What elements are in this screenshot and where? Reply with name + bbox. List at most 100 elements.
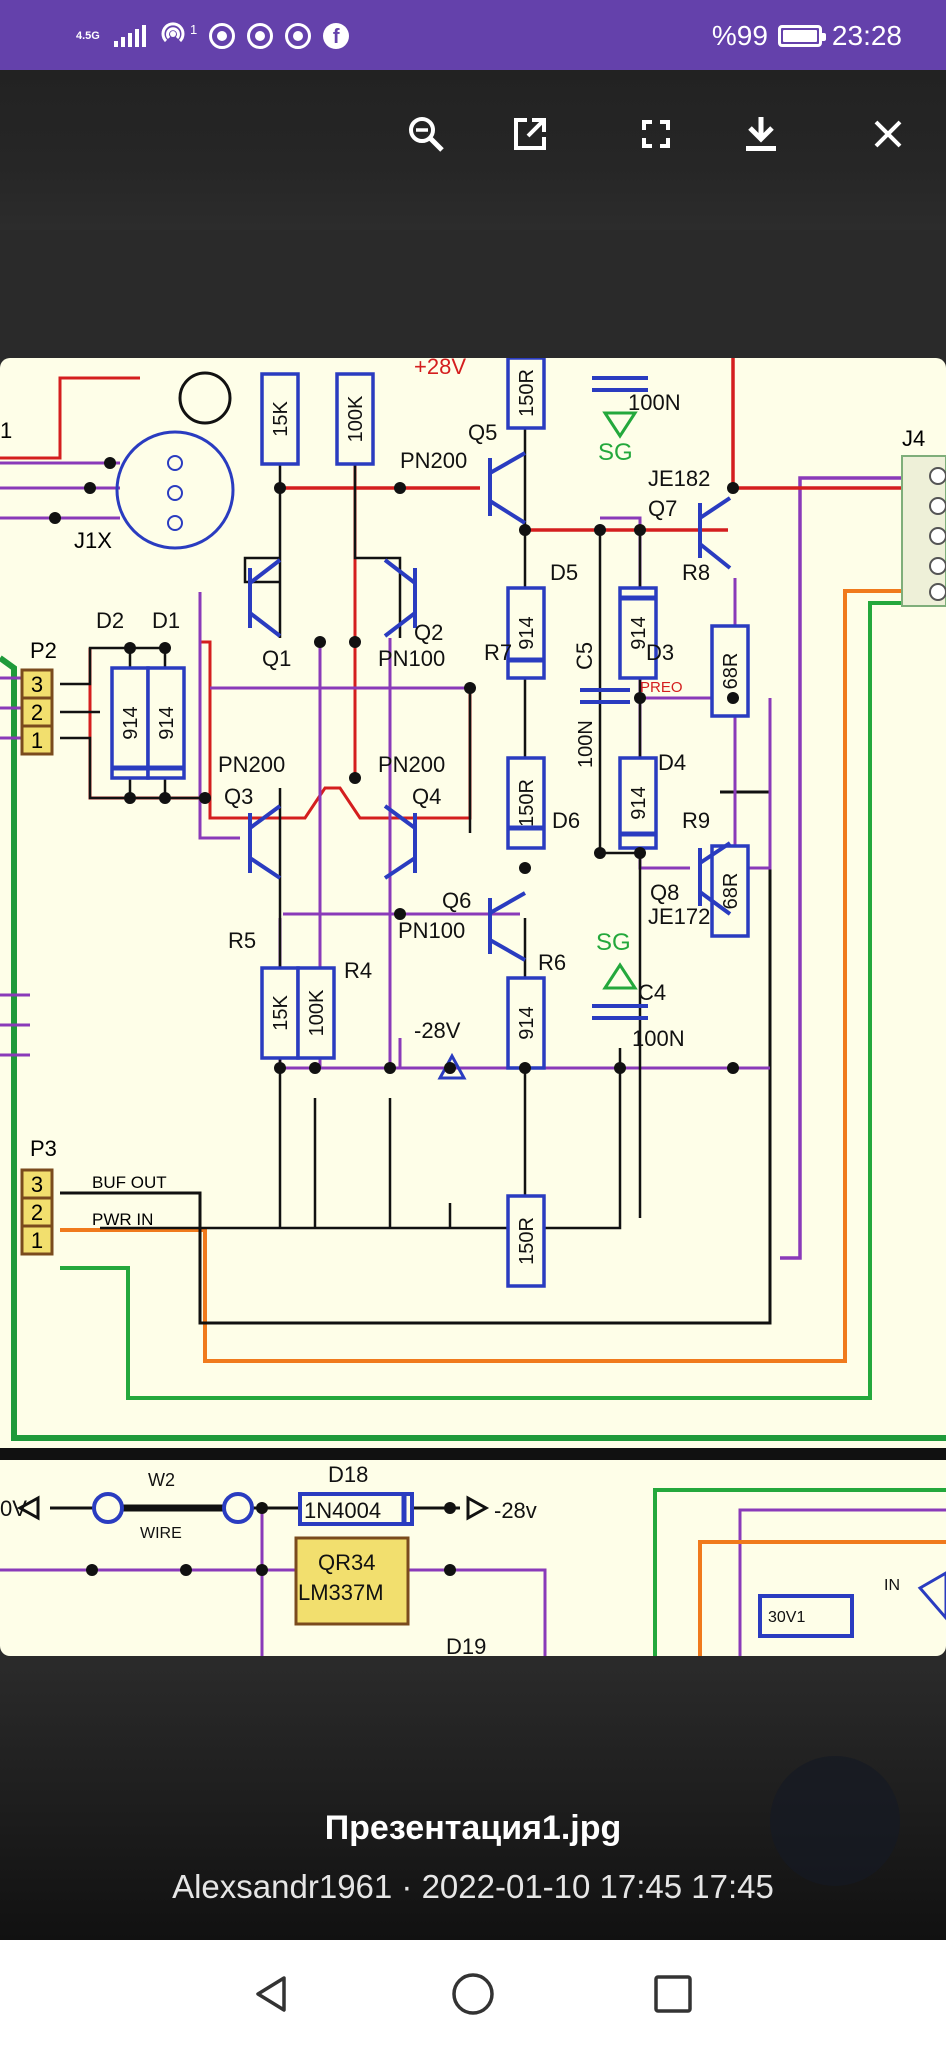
svg-text:QR34: QR34 (318, 1550, 375, 1575)
svg-text:R8: R8 (682, 560, 710, 585)
svg-text:Q7: Q7 (648, 496, 677, 521)
svg-text:100K: 100K (345, 395, 367, 442)
svg-text:R4: R4 (344, 958, 372, 983)
svg-text:JE172: JE172 (648, 904, 710, 929)
status-icons-left: 4.5G 1 f (76, 18, 350, 54)
xlr-jack-j1x: J1X 1 (0, 371, 235, 553)
svg-text:PN200: PN200 (378, 752, 445, 777)
viewer-toolbar (0, 70, 946, 230)
connector-j4: J4 (901, 426, 946, 607)
svg-text:1: 1 (0, 418, 12, 443)
svg-text:100N: 100N (628, 390, 681, 415)
navigation-bar (0, 1940, 946, 2048)
svg-text:3: 3 (31, 672, 43, 697)
svg-text:150R: 150R (516, 369, 538, 417)
chrome-icon (247, 23, 274, 49)
svg-text:P2: P2 (30, 638, 57, 663)
transistors (248, 451, 732, 962)
back-button[interactable] (244, 1966, 300, 2022)
chrome-icon (209, 23, 236, 49)
svg-text:914: 914 (120, 706, 142, 739)
svg-text:Q1: Q1 (262, 646, 291, 671)
svg-text:D18: D18 (328, 1462, 368, 1487)
svg-text:Q5: Q5 (468, 420, 497, 445)
svg-text:914: 914 (156, 706, 178, 739)
file-meta: Alexsandr1961 · 2022-01-10 17:45 17:45 (172, 1868, 774, 1905)
svg-text:100N: 100N (632, 1026, 685, 1051)
network-type-label: 4.5G (76, 29, 100, 42)
svg-text:C5: C5 (572, 642, 597, 670)
hotspot-count: 1 (190, 21, 198, 37)
svg-text:P3: P3 (30, 1136, 57, 1161)
svg-text:R6: R6 (538, 950, 566, 975)
svg-text:WIRE: WIRE (140, 1525, 182, 1542)
status-bar: 4.5G 1 f %99 23:28 (0, 0, 946, 70)
recents-button[interactable] (645, 1966, 701, 2022)
status-icons-right: %99 23:28 (712, 18, 902, 54)
svg-text:15K: 15K (270, 401, 292, 437)
facebook-icon: f (323, 23, 350, 49)
download-icon (746, 117, 776, 151)
fullscreen-icon (642, 120, 670, 148)
svg-text:68R: 68R (720, 653, 742, 690)
svg-text:J4: J4 (902, 426, 925, 451)
svg-text:R9: R9 (682, 808, 710, 833)
svg-text:JE182: JE182 (648, 466, 710, 491)
svg-text:-28v: -28v (494, 1498, 537, 1523)
svg-text:100K: 100K (306, 989, 328, 1036)
svg-text:3: 3 (31, 1172, 43, 1197)
close-icon (874, 120, 902, 148)
svg-text:D2: D2 (96, 608, 124, 633)
resistor-set (110, 358, 750, 1288)
svg-text:100N: 100N (575, 720, 597, 768)
svg-text:0V: 0V (0, 1496, 27, 1521)
open-external-button[interactable] (498, 102, 562, 166)
power-section: 0V W2 WIRE D18 1N4004 -28v QR34 LM337M D… (0, 1462, 946, 1656)
svg-text:PN100: PN100 (378, 646, 445, 671)
svg-text:LM337M: LM337M (298, 1580, 384, 1605)
download-button[interactable] (729, 102, 793, 166)
svg-text:IN: IN (884, 1577, 900, 1594)
open-in-new-icon (514, 118, 546, 150)
file-name: Презентация1.jpg (324, 1809, 622, 1847)
svg-text:PWR IN: PWR IN (92, 1210, 153, 1229)
schematic-image[interactable]: 3 2 1 P2 3 2 1 P3 BUF OUT PWR IN J4 J1X … (0, 358, 946, 1656)
svg-text:150R: 150R (516, 1217, 538, 1265)
svg-text:D6: D6 (552, 808, 580, 833)
svg-text:+28V: +28V (414, 358, 466, 379)
svg-text:914: 914 (516, 1006, 538, 1039)
home-button[interactable] (445, 1966, 501, 2022)
svg-text:Q4: Q4 (412, 784, 441, 809)
connector-p3: 3 2 1 P3 BUF OUT PWR IN (20, 1136, 167, 1256)
svg-text:Q3: Q3 (224, 784, 253, 809)
svg-text:R7: R7 (484, 640, 512, 665)
svg-text:PN200: PN200 (400, 448, 467, 473)
svg-text:914: 914 (516, 616, 538, 649)
floating-action-button[interactable] (770, 1756, 900, 1886)
svg-text:30V1: 30V1 (768, 1609, 805, 1626)
square-recents-icon (654, 1975, 692, 2013)
svg-text:Q8: Q8 (650, 880, 679, 905)
svg-text:914: 914 (628, 786, 650, 819)
svg-text:2: 2 (31, 1200, 43, 1225)
svg-text:C4: C4 (638, 980, 666, 1005)
svg-text:1: 1 (31, 1228, 43, 1253)
hotspot-icon (158, 19, 188, 54)
svg-text:R5: R5 (228, 928, 256, 953)
svg-text:PREO: PREO (640, 679, 683, 696)
fullscreen-button[interactable] (624, 102, 688, 166)
magnifier-minus-icon (409, 117, 444, 152)
svg-text:1: 1 (31, 728, 43, 753)
svg-text:SG: SG (596, 929, 631, 956)
zoom-out-button[interactable] (394, 102, 458, 166)
svg-text:2: 2 (31, 700, 43, 725)
svg-text:150R: 150R (516, 779, 538, 827)
svg-text:D1: D1 (152, 608, 180, 633)
close-button[interactable] (856, 102, 920, 166)
svg-text:PN200: PN200 (218, 752, 285, 777)
svg-text:D4: D4 (658, 750, 686, 775)
svg-text:1N4004: 1N4004 (304, 1498, 381, 1523)
chrome-icon (285, 23, 312, 49)
circle-home-icon (452, 1973, 494, 2015)
image-caption: Презентация1.jpg Alexsandr1961 · 2022-01… (0, 1666, 946, 1940)
